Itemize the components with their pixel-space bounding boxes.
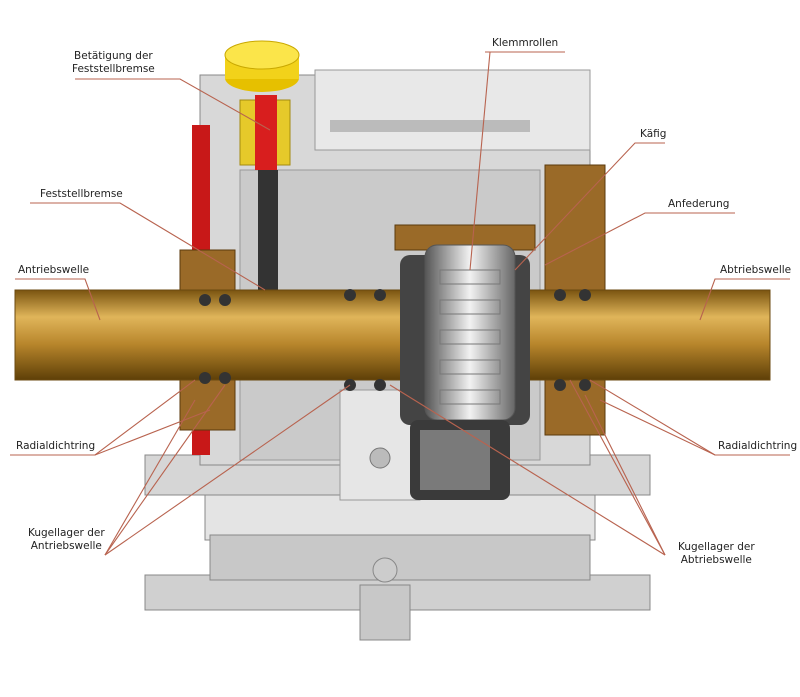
brake-actuator xyxy=(224,40,300,320)
label-abtriebswelle: Abtriebswelle xyxy=(720,264,792,276)
label-kugellager-abtriebswelle: Kugellager der Abtriebswelle xyxy=(678,541,755,567)
label-line: Feststellbremse xyxy=(72,63,155,75)
label-kaefig: Käfig xyxy=(640,128,667,140)
freewheel xyxy=(400,244,530,500)
leader-lines xyxy=(10,51,790,556)
label-anfederung: Anfederung xyxy=(668,198,730,210)
label-line: Antriebswelle xyxy=(30,540,102,552)
label-betaetigung-feststellbremse: Betätigung der Feststellbremse xyxy=(72,50,155,76)
shaft xyxy=(14,289,771,381)
label-feststellbremse: Feststellbremse xyxy=(40,188,123,200)
label-line: Betätigung der xyxy=(74,50,153,62)
bottom-handle xyxy=(359,447,411,641)
label-line: Kugellager der xyxy=(28,527,105,539)
label-radialdichtring-left: Radialdichtring xyxy=(16,440,96,452)
label-line: Kugellager der xyxy=(678,541,755,553)
label-line: Abtriebswelle xyxy=(680,554,752,566)
label-kugellager-antriebswelle: Kugellager der Antriebswelle xyxy=(28,527,105,553)
label-klemmrollen: Klemmrollen xyxy=(492,37,559,49)
label-radialdichtring-right: Radialdichtring xyxy=(718,440,798,452)
label-antriebswelle: Antriebswelle xyxy=(18,264,90,276)
